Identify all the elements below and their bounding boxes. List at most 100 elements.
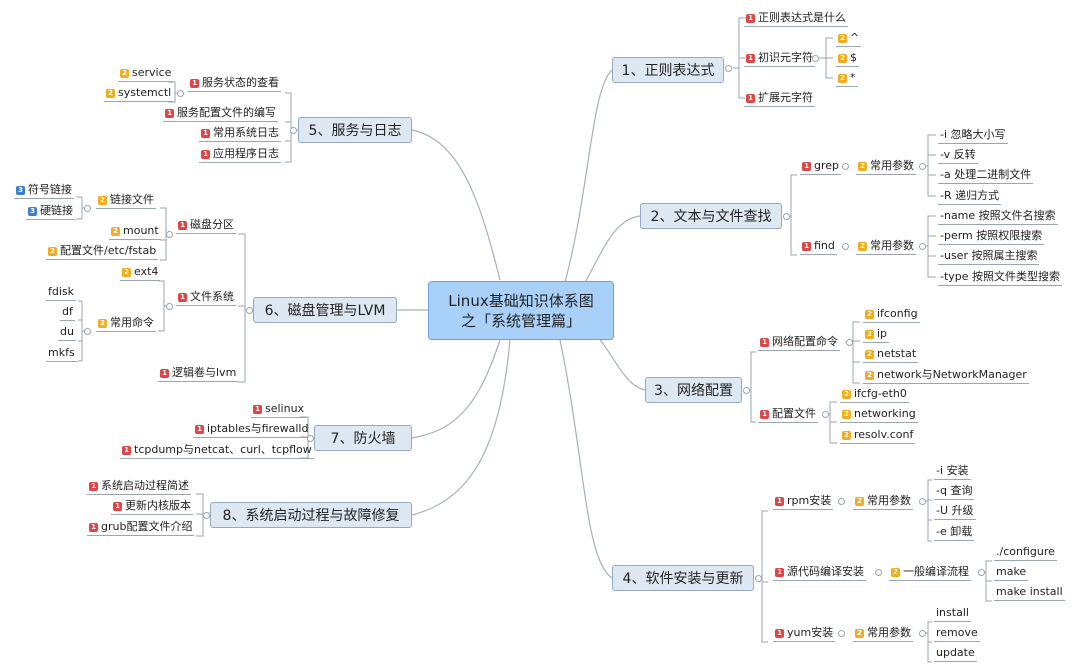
topic-firewall[interactable]: 7、防火墙 [314, 425, 412, 451]
topic-disk[interactable]: 6、磁盘管理与LVM [253, 297, 397, 323]
collapse-dot-icon[interactable] [783, 213, 790, 220]
collapse-dot-icon[interactable] [842, 243, 849, 250]
regex-star[interactable]: 2* [836, 71, 858, 87]
grep-opt[interactable]: -R 递归方式 [938, 189, 1002, 205]
find-opt[interactable]: -name 按照文件名搜索 [938, 209, 1058, 225]
rpm-opt[interactable]: -i 安装 [934, 464, 971, 480]
collapse-dot-icon[interactable] [725, 65, 732, 72]
collapse-dot-icon[interactable] [842, 163, 849, 170]
compile-step[interactable]: make install [994, 585, 1065, 601]
grep-opt[interactable]: -v 反转 [938, 148, 978, 164]
topic-boot[interactable]: 8、系统启动过程与故障修复 [210, 502, 412, 528]
collapse-dot-icon[interactable] [84, 205, 91, 212]
collapse-dot-icon[interactable] [755, 575, 762, 582]
yum-opt[interactable]: install [934, 606, 971, 622]
collapse-dot-icon[interactable] [978, 569, 985, 576]
yum-opt[interactable]: remove [934, 626, 980, 642]
compile-step[interactable]: ./configure [994, 545, 1057, 561]
disk-cmd[interactable]: mkfs [46, 346, 77, 362]
collapse-dot-icon[interactable] [812, 55, 819, 62]
collapse-dot-icon[interactable] [166, 231, 173, 238]
topic-software[interactable]: 4、软件安装与更新 [612, 565, 754, 591]
yum-opt[interactable]: update [934, 646, 977, 662]
collapse-dot-icon[interactable] [177, 90, 184, 97]
rpm-opt[interactable]: -U 升级 [934, 504, 976, 520]
collapse-dot-icon[interactable] [203, 512, 210, 519]
collapse-dot-icon[interactable] [846, 339, 853, 346]
topic-regex[interactable]: 1、正则表达式 [612, 57, 724, 83]
collapse-dot-icon[interactable] [919, 630, 926, 637]
collapse-dot-icon[interactable] [919, 243, 926, 250]
collapse-dot-icon[interactable] [875, 569, 882, 576]
find-opt[interactable]: -user 按照属主搜索 [938, 249, 1040, 265]
collapse-dot-icon[interactable] [84, 328, 91, 335]
grep-opt[interactable]: -i 忽略大小写 [938, 128, 1008, 144]
collapse-dot-icon[interactable] [838, 498, 845, 505]
collapse-dot-icon[interactable] [166, 303, 173, 310]
topic-text-search[interactable]: 2、文本与文件查找 [640, 203, 782, 229]
regex-caret[interactable]: 2^ [836, 31, 862, 47]
regex-dollar[interactable]: 2$ [836, 51, 859, 67]
topic-network[interactable]: 3、网络配置 [645, 377, 742, 403]
find-opt[interactable]: -perm 按照权限搜索 [938, 229, 1045, 245]
disk-cmd[interactable]: du [58, 325, 76, 341]
collapse-dot-icon[interactable] [919, 163, 926, 170]
compile-step[interactable]: make [994, 565, 1029, 581]
collapse-dot-icon[interactable] [838, 630, 845, 637]
collapse-dot-icon[interactable] [307, 435, 314, 442]
collapse-dot-icon[interactable] [919, 498, 926, 505]
grep-opt[interactable]: -a 处理二进制文件 [938, 168, 1034, 184]
collapse-dot-icon[interactable] [290, 127, 297, 134]
find-opt[interactable]: -type 按照文件类型搜索 [938, 270, 1063, 286]
disk-cmd[interactable]: df [60, 305, 75, 321]
collapse-dot-icon[interactable] [822, 411, 829, 418]
rpm-opt[interactable]: -e 卸载 [934, 525, 975, 541]
rpm-opt[interactable]: -q 查询 [934, 484, 975, 500]
topic-services[interactable]: 5、服务与日志 [298, 117, 412, 143]
disk-cmd[interactable]: fdisk [46, 285, 77, 301]
center-topic[interactable]: Linux基础知识体系图 之「系统管理篇」 [428, 281, 614, 340]
collapse-dot-icon[interactable] [743, 387, 750, 394]
